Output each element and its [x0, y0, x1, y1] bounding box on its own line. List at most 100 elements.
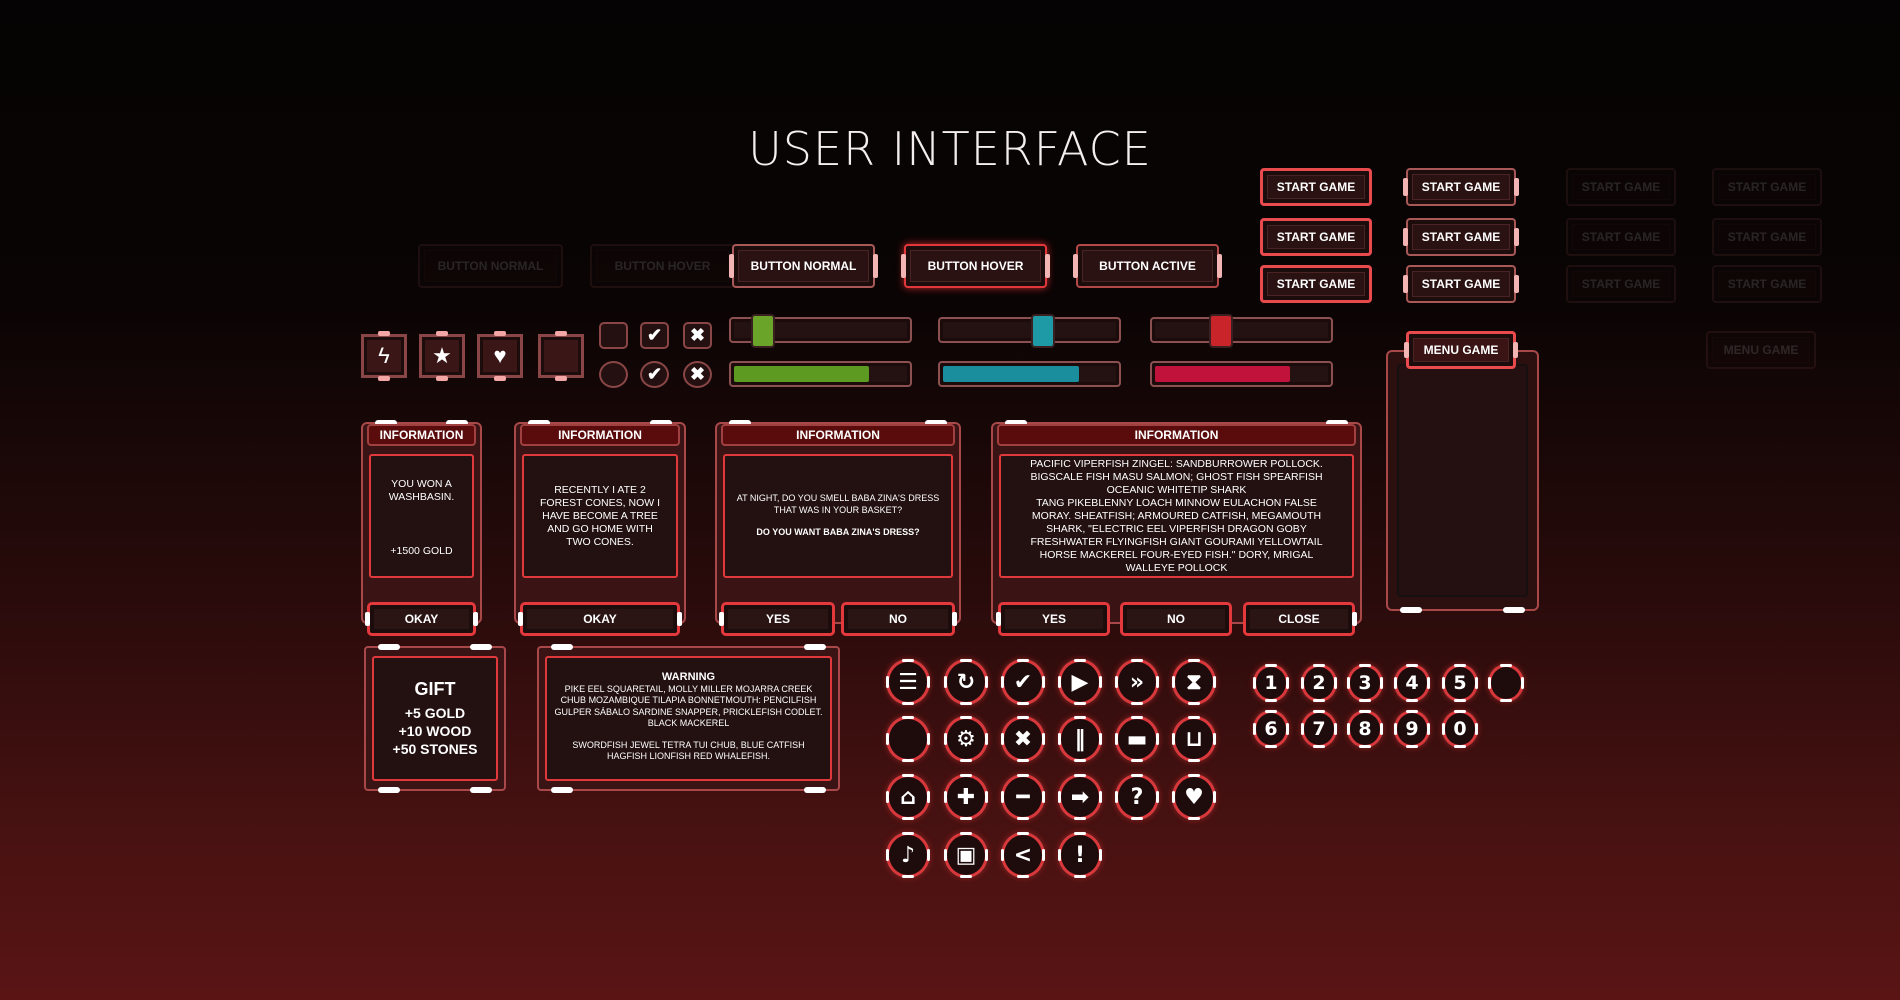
home-button[interactable]: ⌂: [886, 774, 930, 820]
number-button[interactable]: 3: [1347, 664, 1383, 702]
number-button[interactable]: 9: [1394, 710, 1430, 748]
number-button[interactable]: 4: [1394, 664, 1430, 702]
menu-game-button[interactable]: MENU GAME: [1404, 331, 1518, 369]
no-button[interactable]: NO: [1120, 602, 1232, 636]
button-label: START GAME: [1276, 230, 1356, 244]
okay-button[interactable]: OKAY: [365, 602, 478, 636]
checkbox-checked[interactable]: ✔: [640, 322, 669, 349]
pause-button[interactable]: ‖: [1058, 716, 1102, 762]
x-icon: ✖: [689, 364, 706, 384]
ghost-start-game: START GAME: [1566, 218, 1676, 256]
number-button[interactable]: 5: [1442, 664, 1478, 702]
exclamation-button[interactable]: !: [1058, 832, 1102, 878]
button-label: BUTTON ACTIVE: [1099, 259, 1196, 273]
button-active[interactable]: BUTTON ACTIVE: [1073, 244, 1222, 288]
question-button[interactable]: ?: [1115, 774, 1159, 820]
slider[interactable]: [938, 314, 1121, 348]
chat-button[interactable]: ▬: [1115, 716, 1159, 762]
close-icon: ✖: [1013, 726, 1033, 752]
ring-notch: [1099, 791, 1102, 803]
ring-notch: [1253, 723, 1256, 735]
ring-notch: [1442, 723, 1445, 735]
number-label: 8: [1358, 718, 1372, 740]
number-label: 5: [1453, 672, 1467, 694]
ring-notch: [1253, 677, 1256, 689]
play-button[interactable]: ▶: [1058, 659, 1102, 705]
start-game-button[interactable]: START GAME: [1403, 168, 1519, 206]
gear-button[interactable]: ⚙: [944, 716, 988, 762]
lock-button[interactable]: ▣: [944, 832, 988, 878]
no-button[interactable]: NO: [841, 602, 957, 636]
start-game-button[interactable]: START GAME: [1403, 218, 1519, 256]
slider-handle[interactable]: [1031, 314, 1055, 348]
ring-notch: [985, 733, 988, 745]
button-edge: [1514, 178, 1519, 196]
heart-button[interactable]: ♥: [1172, 774, 1216, 820]
slider[interactable]: [729, 314, 912, 348]
ghost-label: BUTTON HOVER: [614, 259, 711, 273]
number-button[interactable]: 2: [1301, 664, 1337, 702]
number-button[interactable]: 8: [1347, 710, 1383, 748]
ghost-button-normal: BUTTON NORMAL: [418, 244, 563, 288]
icon-slot-1[interactable]: ★: [419, 331, 465, 381]
number-button[interactable]: 1: [1253, 664, 1289, 702]
radio-empty[interactable]: [599, 361, 628, 388]
check-button[interactable]: ✔: [1001, 659, 1045, 705]
ring-notch: [1042, 733, 1045, 745]
gift-body: GIFT +5 GOLD +10 WOOD +50 STONES: [372, 656, 498, 781]
list-button[interactable]: ☰: [886, 659, 930, 705]
ghost-label: MENU GAME: [1723, 343, 1799, 357]
music-icon: ♪: [900, 842, 916, 868]
number-button[interactable]: 6: [1253, 710, 1289, 748]
trash-button[interactable]: ⊔: [1172, 716, 1216, 762]
hourglass-button[interactable]: ⧗: [1172, 659, 1216, 705]
slider-handle[interactable]: [1209, 314, 1233, 348]
progress-bar: [938, 361, 1121, 387]
ring-notch: [1394, 723, 1397, 735]
ring-notch: [1058, 733, 1061, 745]
button-normal[interactable]: BUTTON NORMAL: [729, 244, 878, 288]
ring-notch: [1347, 723, 1350, 735]
empty-button[interactable]: [886, 716, 930, 762]
yes-button[interactable]: YES: [719, 602, 835, 636]
icon-slot-2[interactable]: ♥: [477, 331, 523, 381]
button-label: START GAME: [1421, 230, 1501, 244]
radio-checked[interactable]: ✔: [640, 361, 669, 388]
music-button[interactable]: ♪: [886, 832, 930, 878]
button-hover[interactable]: BUTTON HOVER: [901, 244, 1050, 288]
fast-forward-button[interactable]: »: [1115, 659, 1159, 705]
button-label: MENU GAME: [1423, 343, 1499, 357]
button-label: NO: [1167, 612, 1185, 626]
start-game-button[interactable]: START GAME: [1260, 168, 1372, 206]
ring-notch: [1172, 791, 1175, 803]
slider-handle[interactable]: [751, 314, 775, 348]
start-game-button[interactable]: START GAME: [1260, 265, 1372, 303]
ring-notch: [1301, 677, 1304, 689]
plus-icon: ✚: [956, 784, 976, 810]
icon-slot-0[interactable]: ϟ: [361, 331, 407, 381]
number-button[interactable]: 7: [1301, 710, 1337, 748]
number-label: 6: [1264, 718, 1278, 740]
gift-gold: +5 GOLD: [404, 704, 466, 721]
arrow-right-button[interactable]: ➡: [1058, 774, 1102, 820]
share-button[interactable]: <: [1001, 832, 1045, 878]
plus-button[interactable]: ✚: [944, 774, 988, 820]
ring-notch: [1058, 791, 1061, 803]
checkbox-empty[interactable]: [599, 322, 628, 349]
checkbox-crossed[interactable]: ✖: [683, 322, 712, 349]
number-button[interactable]: [1488, 664, 1524, 702]
slider[interactable]: [1150, 314, 1333, 348]
redo-button[interactable]: ↻: [944, 659, 988, 705]
start-game-button[interactable]: START GAME: [1260, 218, 1372, 256]
close-button[interactable]: CLOSE: [1243, 602, 1357, 636]
radio-crossed[interactable]: ✖: [683, 361, 712, 388]
number-button[interactable]: 0: [1442, 710, 1478, 748]
okay-button[interactable]: OKAY: [518, 602, 682, 636]
button-label: BUTTON NORMAL: [750, 259, 857, 273]
start-game-button[interactable]: START GAME: [1403, 265, 1519, 303]
icon-slot-3[interactable]: [538, 331, 584, 381]
close-button[interactable]: ✖: [1001, 716, 1045, 762]
progress-bar: [729, 361, 912, 387]
yes-button[interactable]: YES: [996, 602, 1110, 636]
minus-button[interactable]: ━: [1001, 774, 1045, 820]
